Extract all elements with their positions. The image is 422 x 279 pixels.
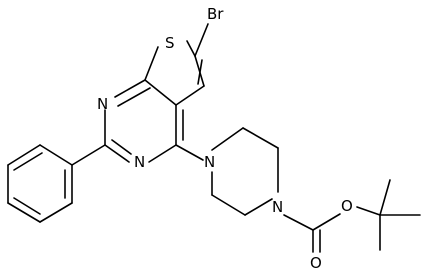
bond-c4-piperazine-n (175, 144, 204, 161)
bond-n-carbonyl (283, 214, 314, 231)
atom-label-ester-oxygen: O (341, 197, 353, 215)
atom-label-carbonyl-oxygen: O (310, 254, 322, 272)
bond-ph2-double (13, 152, 43, 171)
atom-label-n1: N (97, 95, 108, 113)
bond-c6-br (194, 23, 209, 57)
bond-c7a-n1-double (117, 87, 151, 107)
bond-c7a-n1 (114, 79, 146, 98)
boc-group (283, 179, 421, 253)
atom-label-n3: N (134, 153, 145, 171)
bond-n3-c4 (148, 144, 177, 163)
bond-ph4-double (13, 197, 41, 215)
bond-c5-c4a (175, 85, 205, 106)
bond-pip-2 (242, 127, 279, 149)
bond-o-tbutyl (356, 206, 381, 216)
bond-ph1 (39, 144, 73, 166)
bond-c2-n3-double (111, 139, 132, 155)
bond-c2-phenyl (71, 144, 106, 166)
bond-c4a-c7a (144, 79, 177, 106)
atom-label-piperazine-n1: N (272, 198, 283, 216)
bond-c2-n3 (104, 144, 130, 163)
bond-pip-1 (211, 127, 244, 151)
bond-s-c6 (186, 40, 196, 57)
bond-pip-5 (211, 194, 246, 216)
piperazine-ring (211, 127, 279, 216)
thiophene-ring (144, 23, 209, 106)
bond-carbonyl-ester-o (312, 213, 341, 231)
bond-pip-4 (244, 198, 273, 216)
atom-label-piperazine-n4: N (204, 153, 215, 171)
phenyl-ring (7, 144, 106, 223)
pyrimidine-ring (104, 79, 204, 163)
bond-c7a-s (144, 46, 159, 81)
atom-label-s: S (165, 34, 175, 52)
bond-tbu-methyl-1 (379, 179, 391, 216)
bond-c6-c5-inner (197, 59, 203, 85)
atom-label-br: Br (207, 5, 224, 23)
bond-ph4 (7, 202, 41, 223)
bond-ph2 (7, 144, 41, 166)
bond-ph5 (39, 202, 73, 223)
